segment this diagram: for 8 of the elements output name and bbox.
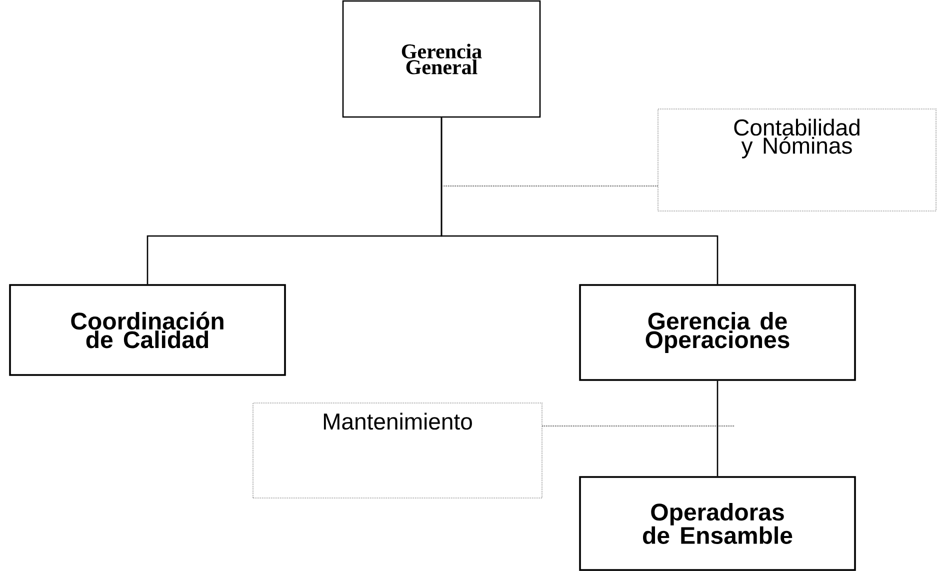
org-box: Operadoras de Ensamble [579,476,856,571]
org-box: Gerencia General [342,0,541,118]
org-box: Gerencia de Operaciones [579,284,856,381]
staff-box: Mantenimiento [252,402,542,498]
staff-box: Contabilidad y Nóminas [658,108,936,212]
org-box: Coordinación de Calidad [9,284,286,376]
connector-line [440,118,718,284]
connector-line [716,380,718,476]
